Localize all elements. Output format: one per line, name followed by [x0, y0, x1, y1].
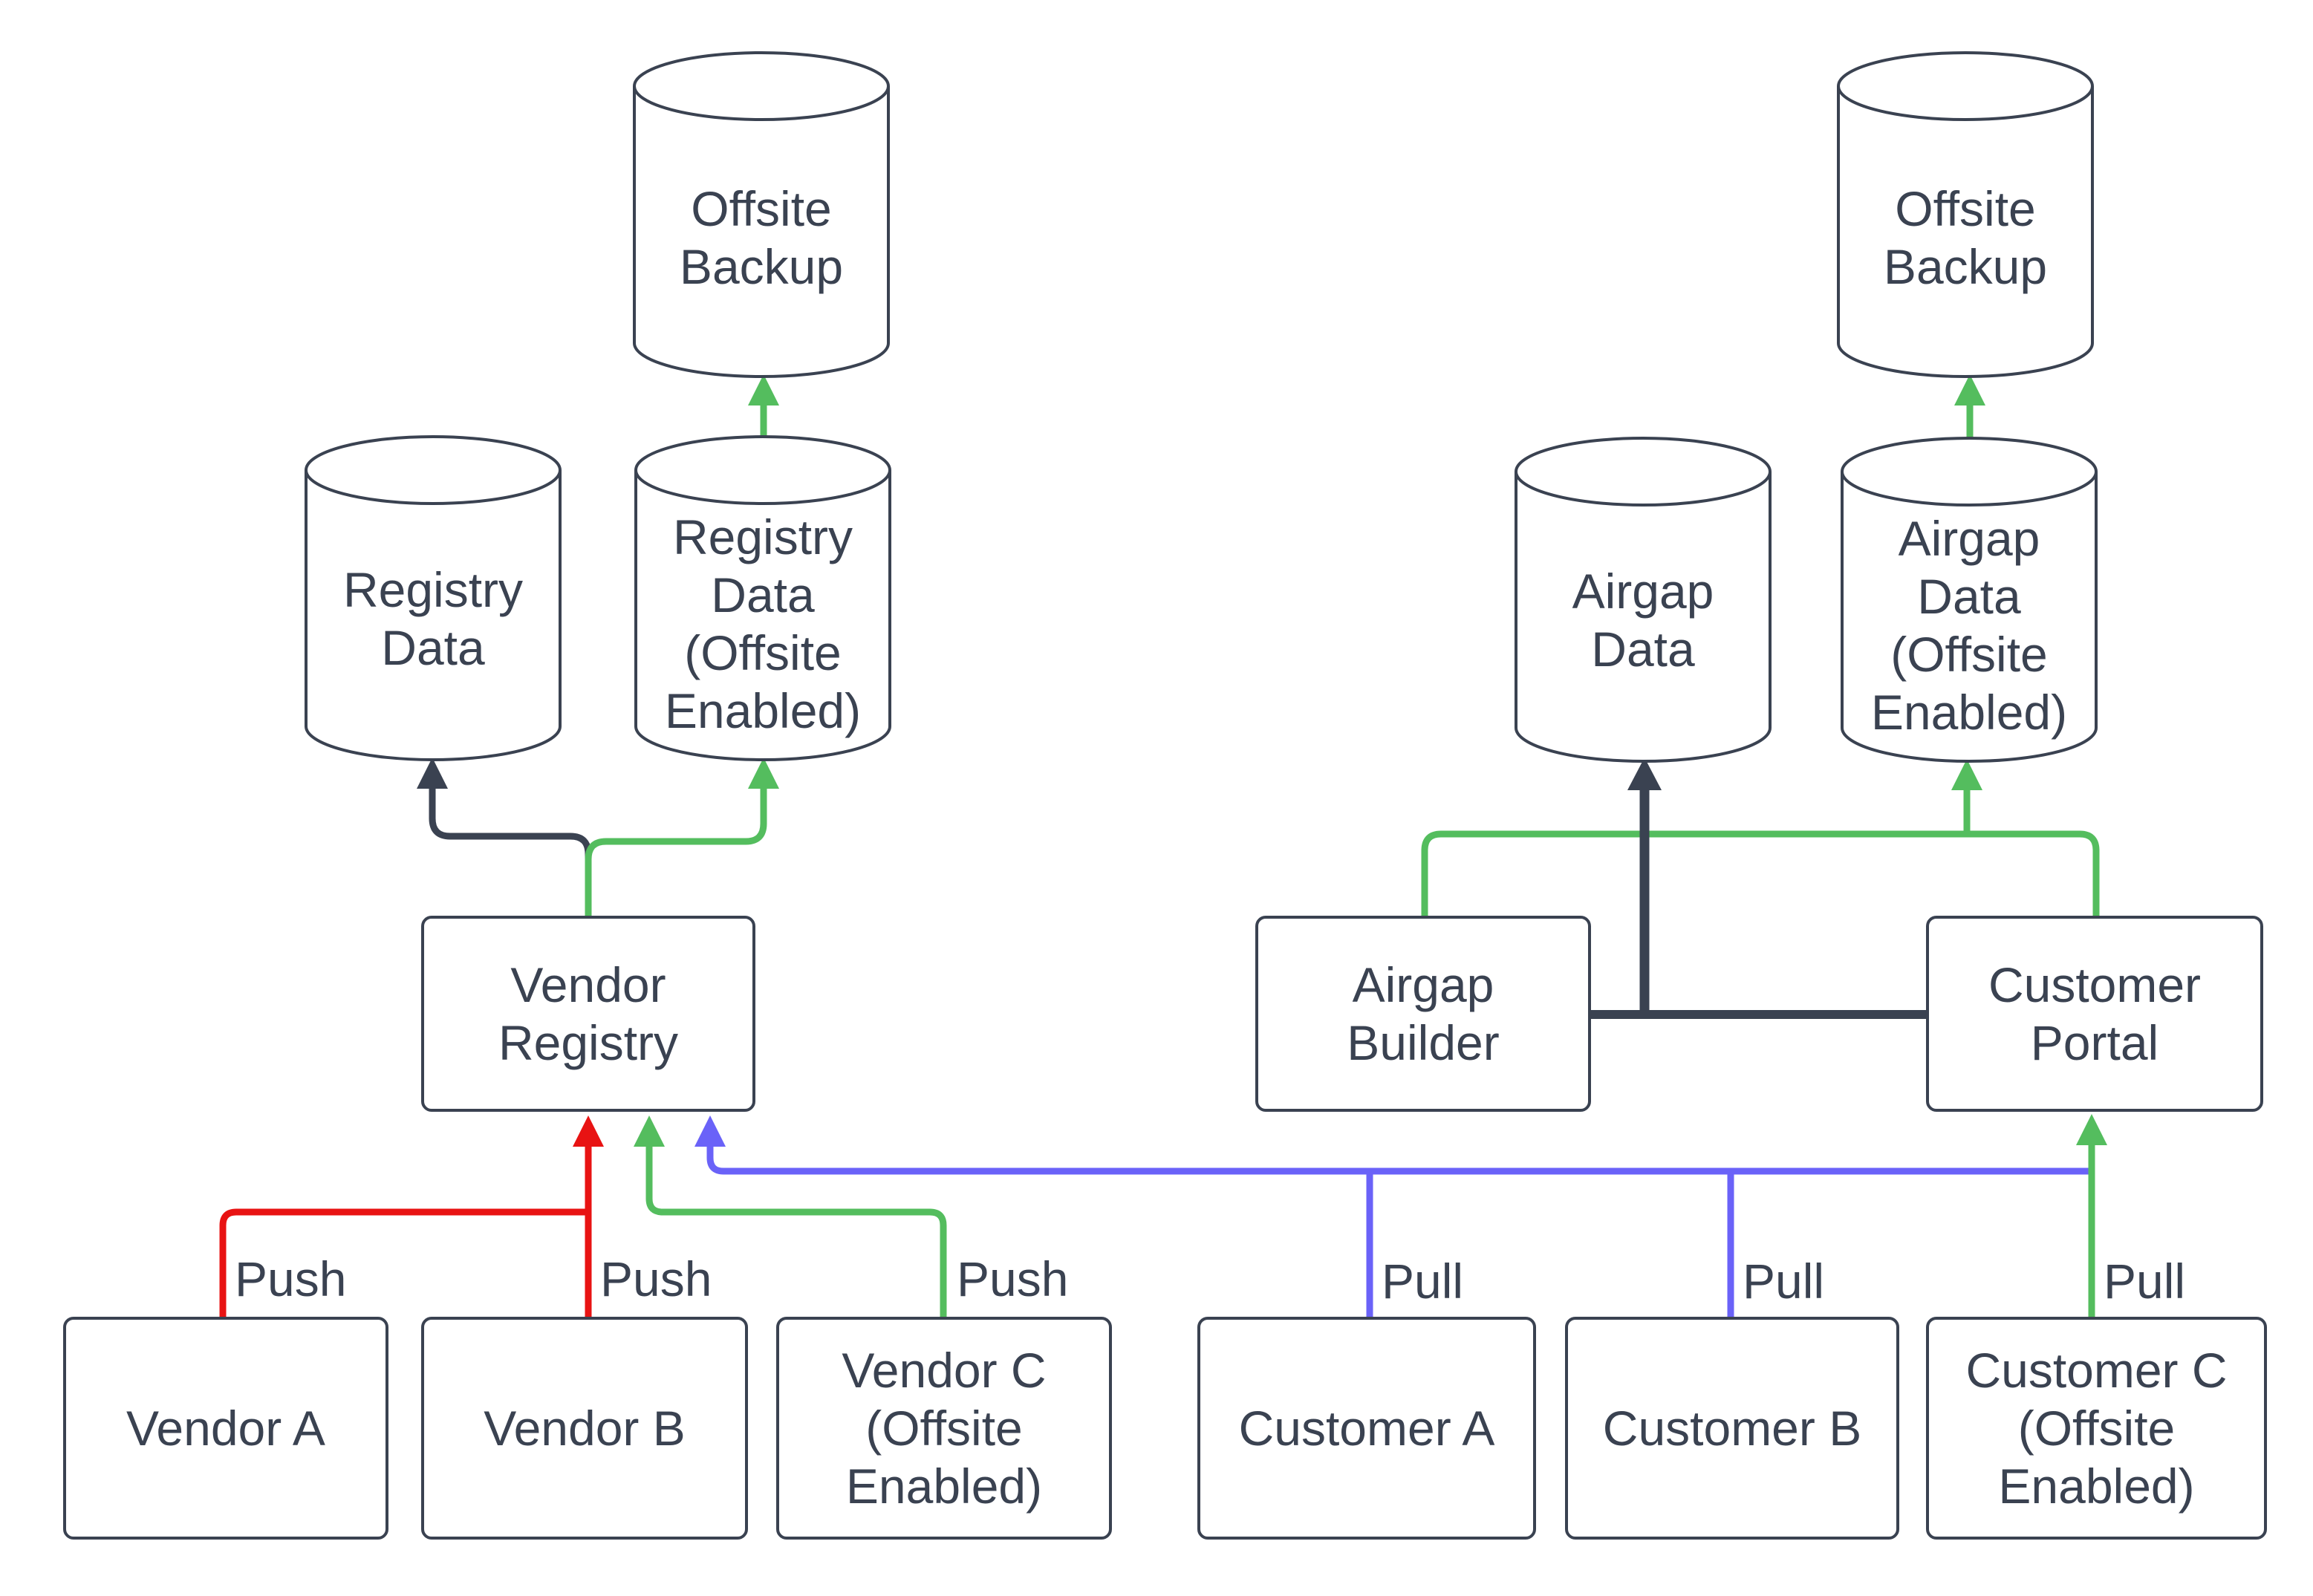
edge-label-push-vendor-b: Push	[600, 1251, 712, 1306]
cylinder-airgap-data	[1515, 437, 1772, 763]
cylinder-offsite-backup-left	[633, 51, 890, 378]
edge-airgap-builder-to-customer-portal-green	[1421, 830, 2100, 916]
edge-label-push-vendor-c: Push	[957, 1251, 1069, 1306]
edge-label-push-vendor-a: Push	[235, 1251, 347, 1306]
edge-green-branch-to-airgap-data-offsite	[1951, 759, 1982, 834]
cylinder-airgap-data-offsite	[1841, 437, 2098, 763]
edge-vendor-c-push	[634, 1115, 947, 1317]
node-customer-b: Customer B	[1565, 1317, 1899, 1540]
node-vendor-b: Vendor B	[421, 1317, 748, 1540]
edge-vendor-a-push	[219, 1208, 588, 1317]
node-vendor-a: Vendor A	[63, 1317, 388, 1540]
edge-vendor-b-push	[573, 1115, 604, 1317]
edge-label-pull-customer-b: Pull	[1743, 1254, 1825, 1309]
edge-customer-c-pull	[2076, 1114, 2107, 1317]
cylinder-offsite-backup-right	[1837, 51, 2094, 378]
edge-vendor-registry-to-registry-data	[417, 758, 592, 916]
edge-airgap-data-offsite-to-offsite-backup	[1954, 374, 1985, 438]
cylinder-registry-data	[305, 435, 562, 761]
edge-label-pull-customer-a: Pull	[1382, 1254, 1464, 1309]
node-customer-a: Customer A	[1197, 1317, 1536, 1540]
edge-dark-bus-airgap	[1591, 758, 1926, 1019]
edge-customers-pull-to-vendor-registry	[694, 1115, 2089, 1175]
cylinder-registry-data-offsite	[634, 435, 891, 761]
edge-registry-data-offsite-to-offsite-backup	[748, 374, 779, 437]
edge-vendor-registry-to-registry-data-offsite	[585, 758, 779, 916]
edge-label-pull-customer-c: Pull	[2104, 1254, 2186, 1309]
